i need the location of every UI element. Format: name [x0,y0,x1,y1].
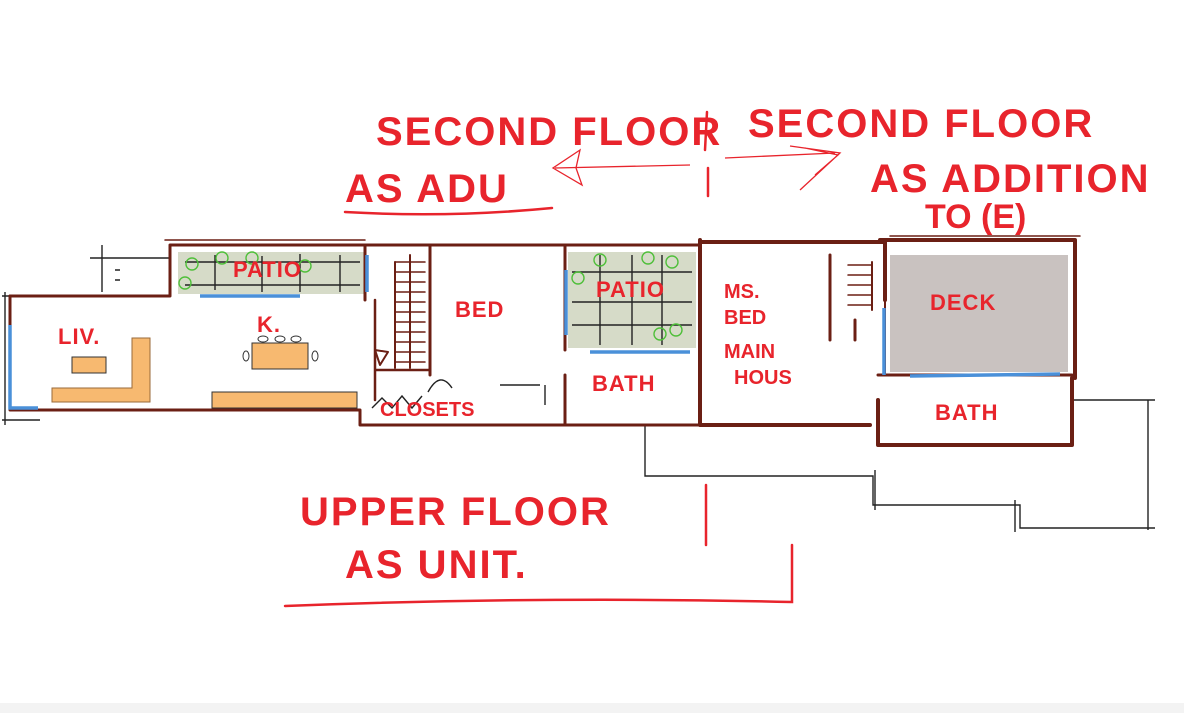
annotation-upper-line2: AS UNIT. [345,543,528,587]
label-ms-bed-line2: BED [724,307,766,329]
chair [242,350,250,362]
patio-left-details [178,251,360,292]
upper-floor-bracket [283,543,794,608]
label-ms-bed-line1: MS. [724,281,760,303]
label-bath-left: BATH [592,371,655,396]
dining-table [251,342,309,370]
label-bed: BED [455,297,504,322]
label-ms-bed-line4: HOUS [734,367,792,389]
right-arrow-shaft [724,152,836,159]
label-closets: CLOSETS [380,399,474,421]
label-patio-left: PATIO [233,257,302,282]
left-arrow-shaft [554,164,691,169]
annotation-adu-line1: SECOND FLOOR [376,110,722,154]
label-kitchen: K. [257,312,281,337]
label-ms-bed-line3: MAIN [724,341,775,363]
divider-arrows [551,110,842,198]
annotation-upper-floor: UPPER FLOOR AS UNIT. [283,483,794,608]
stair-right [847,261,873,311]
right-arrow-head [789,145,842,191]
annotation-second-floor-adu: SECOND FLOOR AS ADU [343,110,722,216]
l-shaped-sofa [51,337,151,403]
annotation-second-floor-addition: SECOND FLOOR AS ADDITION TO (E) [748,102,1151,236]
chair [290,335,302,343]
label-living: LIV. [58,324,100,349]
annotation-adu-line2: AS ADU [345,167,509,211]
coffee-table [71,356,107,374]
annotation-addition-line2: AS ADDITION [870,157,1151,201]
closet-doors [371,379,546,410]
adu-underline [343,206,554,216]
plan [2,235,1155,532]
bottom-strip [0,703,1184,713]
living-furniture [51,335,358,409]
chair [257,335,269,343]
left-arrow-head [551,148,584,187]
deck-fill [890,255,1068,372]
kitchen-counter [211,391,358,409]
center-divider-line [703,110,710,198]
label-deck: DECK [930,290,996,315]
patio-right-details [571,251,692,345]
chair [274,335,286,343]
patio-left-fill [178,252,364,294]
label-bath-right: BATH [935,400,998,425]
room-labels: PATIO PATIO LIV. K. BED BATH CLOSETS MS.… [58,257,998,425]
annotation-addition-line3: TO (E) [925,198,1026,236]
annotation-addition-line1: SECOND FLOOR [748,102,1094,146]
stair-left [374,254,426,369]
annotation-upper-line1: UPPER FLOOR [300,490,611,534]
windows [8,255,1061,410]
label-patio-right: PATIO [596,277,665,302]
chair [311,350,319,362]
